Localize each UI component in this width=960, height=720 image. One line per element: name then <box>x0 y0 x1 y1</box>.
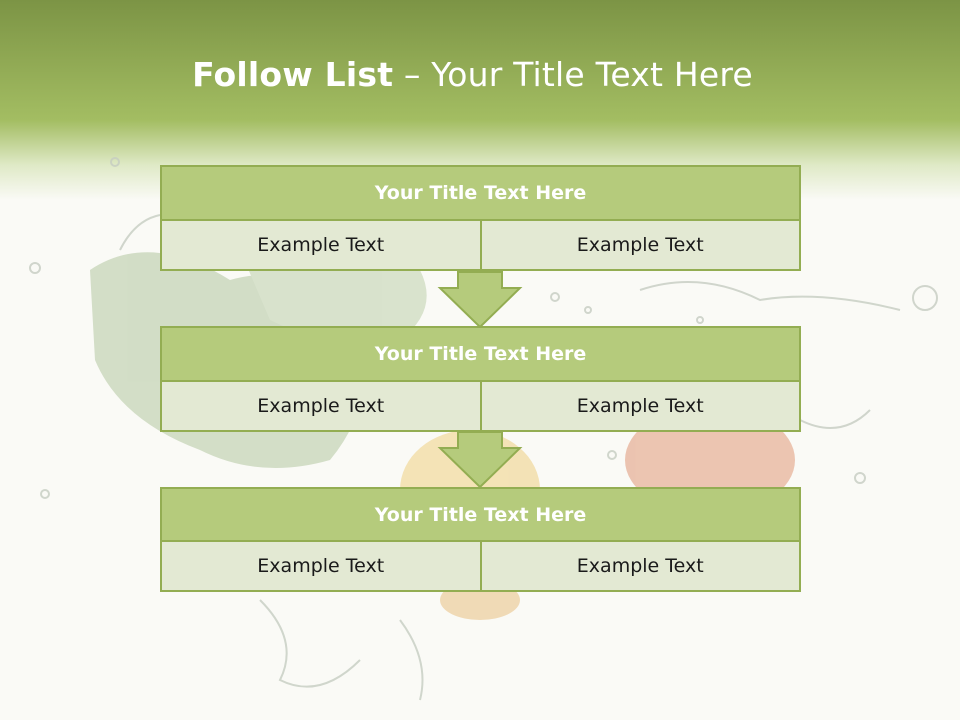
title-rest: – Your Title Text Here <box>393 55 753 94</box>
step-cell-right: Example Text <box>479 221 801 271</box>
step-cell-right: Example Text <box>479 382 801 432</box>
step-cells: Example Text Example Text <box>160 382 801 432</box>
down-arrow-icon <box>437 271 523 329</box>
step-cell-right: Example Text <box>479 542 801 592</box>
slide-title: Follow List – Your Title Text Here <box>0 55 945 94</box>
title-bold: Follow List <box>192 55 394 94</box>
step-cells: Example Text Example Text <box>160 542 801 592</box>
step-title: Your Title Text Here <box>160 326 801 382</box>
step-title: Your Title Text Here <box>160 165 801 221</box>
step-title: Your Title Text Here <box>160 487 801 542</box>
step-cell-left: Example Text <box>160 221 482 271</box>
step-cell-left: Example Text <box>160 542 482 592</box>
down-arrow-icon <box>437 431 523 489</box>
step-box-1: Your Title Text Here Example Text Exampl… <box>160 165 801 271</box>
step-cell-left: Example Text <box>160 382 482 432</box>
step-box-3: Your Title Text Here Example Text Exampl… <box>160 487 801 592</box>
step-cells: Example Text Example Text <box>160 221 801 271</box>
step-box-2: Your Title Text Here Example Text Exampl… <box>160 326 801 432</box>
